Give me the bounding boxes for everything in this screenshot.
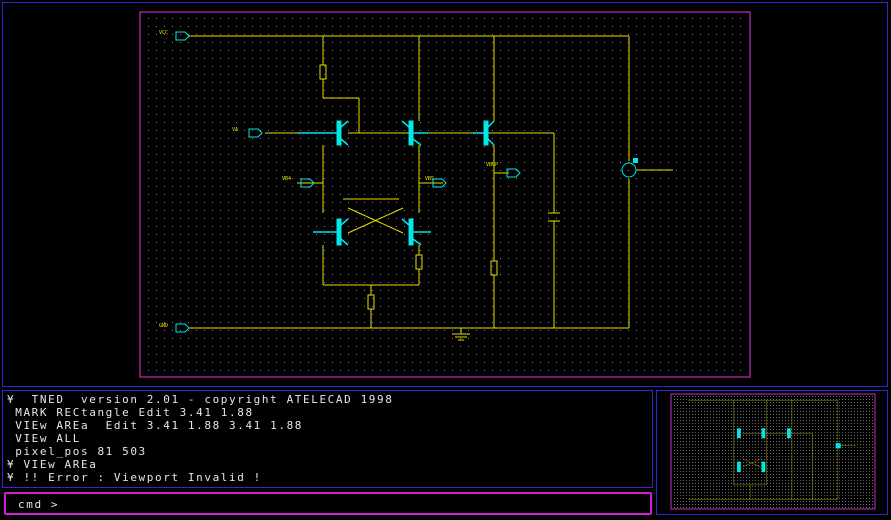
overview-minimap[interactable]	[656, 390, 888, 515]
net-vcc[interactable]: VCC	[159, 30, 189, 40]
resistor-r3-icon	[368, 295, 374, 309]
command-prompt: cmd >	[18, 498, 59, 511]
minimap-grid-dots	[674, 396, 873, 508]
log-line: ¥ !! Error : Viewport Invalid !	[7, 471, 262, 484]
capacitor-icon	[548, 213, 560, 221]
log-line: pixel_pos 81 503	[7, 445, 147, 458]
net-label-vbgp: VBGP	[486, 162, 498, 168]
net-vb4[interactable]: VB4	[282, 176, 314, 187]
net-gnd[interactable]: GND	[159, 323, 189, 332]
wires	[189, 36, 673, 340]
log-line: MARK RECtangle Edit 3.41 1.88	[7, 406, 254, 419]
schematic-viewport[interactable]: VCC GND VA VB4 VB5 VBGP	[2, 2, 888, 387]
resistor-r1-icon	[320, 65, 326, 79]
minimap-schematic	[688, 400, 856, 499]
net-vbgp[interactable]: VBGP	[486, 162, 520, 177]
net-va[interactable]: VA	[232, 127, 262, 137]
command-line-input[interactable]: cmd >	[4, 492, 652, 515]
log-line: ¥ VIEw AREa	[7, 458, 97, 471]
net-vb5[interactable]: VB5	[425, 176, 446, 187]
resistor-r4-icon	[491, 261, 497, 275]
resistor-r2-icon	[416, 255, 422, 269]
message-log: ¥ TNED version 2.01 - copyright ATELECAD…	[2, 390, 653, 488]
net-label-vcc: VCC	[159, 30, 168, 36]
log-line: VIEw ALL	[7, 432, 81, 445]
transistor-q5-icon	[402, 219, 431, 245]
schematic-canvas[interactable]: VCC GND VA VB4 VB5 VBGP	[3, 3, 889, 388]
transistor-q1-icon	[298, 121, 348, 145]
net-label-gnd: GND	[159, 323, 168, 329]
net-label-va: VA	[232, 127, 238, 133]
minimap-canvas[interactable]	[657, 391, 889, 516]
resistors	[320, 65, 497, 309]
grid-dots	[148, 18, 741, 371]
net-label-vb5: VB5	[425, 176, 434, 182]
net-label-vb4: VB4	[282, 176, 291, 182]
output-node-icon[interactable]	[622, 158, 638, 177]
transistor-q4-icon	[313, 219, 348, 245]
log-line: VIEw AREa Edit 3.41 1.88 3.41 1.88	[7, 419, 303, 432]
log-line: ¥ TNED version 2.01 - copyright ATELECAD…	[7, 393, 393, 406]
